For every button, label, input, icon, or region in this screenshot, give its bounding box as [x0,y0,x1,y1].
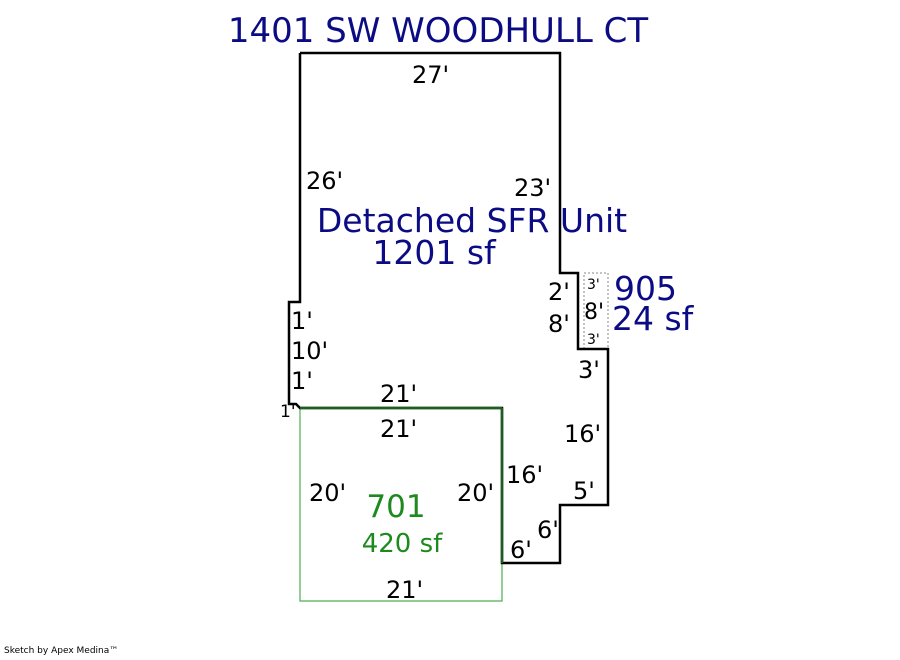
dim-main-right: 23' [514,174,551,202]
dim-right-jog2: 5' [573,477,595,505]
dim-right-jog: 3' [578,356,600,384]
dim-notch-b: 8' [548,310,570,338]
main-area-size: 1201 sf [372,233,497,272]
dim-corner-a: 6' [537,516,559,544]
garage-area-size: 420 sf [362,529,443,559]
main-area-name: Detached SFR Unit [317,201,627,240]
dim-bump-top: 3' [587,277,600,293]
dim-step-a: 1' [291,307,313,335]
dim-bump-bot: 3' [587,332,600,348]
property-address-title: 1401 SW WOODHULL CT [228,11,649,51]
dim-garage-bottom: 21' [386,576,423,604]
dim-main-left: 26' [306,167,343,195]
dim-bump-mid: 8' [584,300,604,325]
dim-main-top: 27' [412,61,449,89]
dim-corner-b: 6' [510,536,532,564]
dim-notch-a: 2' [548,278,570,306]
dim-right-inner: 16' [506,461,543,489]
main-living-outline [287,51,610,565]
dim-step-c: 1' [291,367,313,395]
dim-garage-right: 20' [457,479,494,507]
dim-step-d: 1' [280,402,296,422]
area-905-code: 905 [614,269,677,308]
garage-area-code: 701 [366,489,425,525]
sketch-credit: Sketch by Apex Medina™ [4,646,119,656]
dim-garage-left: 20' [309,479,346,507]
garage-outline [299,408,503,602]
dim-right-long: 16' [564,420,601,448]
dim-garage-top: 21' [380,415,417,443]
dim-divider-top: 21' [380,380,417,408]
area-905-size: 24 sf [612,299,695,338]
dim-step-b: 10' [291,337,328,365]
